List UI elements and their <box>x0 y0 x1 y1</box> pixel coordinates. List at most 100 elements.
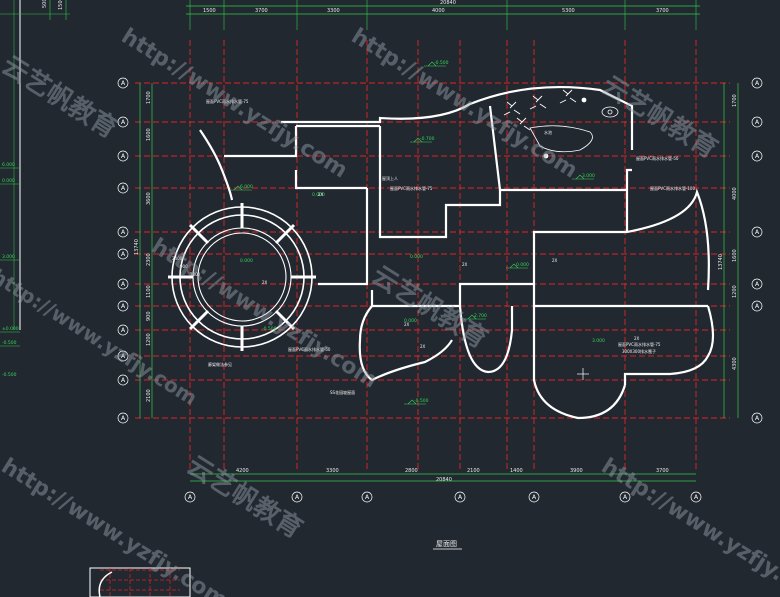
svg-text:0.000: 0.000 <box>404 318 417 324</box>
svg-text:2800: 2800 <box>405 468 418 474</box>
right-axis-bubbles: A A A A A A A <box>751 77 763 424</box>
svg-text:1400: 1400 <box>510 468 523 474</box>
svg-text:A: A <box>121 353 126 360</box>
svg-text:-0.500: -0.500 <box>414 398 429 404</box>
overall-dim-bottom: 20840 <box>436 477 452 483</box>
svg-text:SS花园坡屋面: SS花园坡屋面 <box>330 389 355 395</box>
cursor-crosshair <box>577 368 589 380</box>
svg-text:云艺帆教育: 云艺帆教育 <box>181 450 308 545</box>
side-dimensions: 13740 1700 1600 3600 2300 1100 900 1200 … <box>134 91 738 483</box>
svg-text:2100: 2100 <box>467 468 480 474</box>
top-dim-1: 1500 <box>203 8 216 14</box>
svg-text:1200: 1200 <box>732 285 738 298</box>
top-dim-5: 5300 <box>562 8 575 14</box>
svg-text:屋面PVC雨水排水管-75: 屋面PVC雨水排水管-75 <box>206 98 249 104</box>
svg-text:0.000: 0.000 <box>516 262 529 268</box>
top-dim-6: 3700 <box>656 8 669 14</box>
svg-text:1500: 1500 <box>58 0 64 10</box>
svg-text:A: A <box>121 377 126 384</box>
svg-text:6.000: 6.000 <box>240 184 253 190</box>
svg-text:屋面PVC雨水排水管-100: 屋面PVC雨水排水管-100 <box>650 185 695 191</box>
svg-text:4300: 4300 <box>732 357 738 370</box>
svg-text:屋面PVC雨水排水管-75: 屋面PVC雨水排水管-75 <box>618 341 661 347</box>
bottom-fragment <box>89 567 191 597</box>
svg-text:0.000: 0.000 <box>410 254 423 260</box>
svg-text:A: A <box>121 251 126 258</box>
svg-text:云艺帆教育: 云艺帆教育 <box>366 260 493 355</box>
svg-text:云艺帆教育: 云艺帆教育 <box>0 50 123 145</box>
svg-text:2X: 2X <box>404 322 410 327</box>
svg-text:A: A <box>121 153 126 160</box>
svg-text:A: A <box>755 281 760 288</box>
svg-text:http://www.yzfjy.com: http://www.yzfjy.com <box>347 24 582 184</box>
svg-text:A: A <box>121 119 126 126</box>
svg-text:http://www.yzfjy.com: http://www.yzfjy.com <box>597 454 780 597</box>
overall-dim-right: 13740 <box>718 254 724 270</box>
svg-text:1100: 1100 <box>146 285 152 298</box>
svg-text:A: A <box>121 80 126 87</box>
svg-text:4200: 4200 <box>236 468 249 474</box>
svg-text:A: A <box>121 327 126 334</box>
svg-text:2100: 2100 <box>146 389 152 402</box>
svg-text:900: 900 <box>180 264 188 269</box>
svg-text:900: 900 <box>146 311 152 321</box>
svg-text:http://www.yzfjy.com: http://www.yzfjy.com <box>644 0 780 3</box>
top-dim-4: 4000 <box>432 8 445 14</box>
svg-text:2.700: 2.700 <box>474 313 487 319</box>
bottom-axis-bubbles: A A A A A A A <box>184 491 702 503</box>
svg-text:屋面PVC雨水排水管-50: 屋面PVC雨水排水管-50 <box>288 346 331 352</box>
svg-text:2X: 2X <box>262 280 268 285</box>
svg-text:-0.500: -0.500 <box>2 340 17 346</box>
svg-text:3300: 3300 <box>326 468 339 474</box>
svg-text:-0.500: -0.500 <box>434 60 449 66</box>
drawing-title: 屋面图 <box>433 540 462 550</box>
top-dimension-chain: 20840 1500 3700 3300 4000 5300 3700 <box>186 0 700 30</box>
svg-text:1800: 1800 <box>190 272 201 277</box>
svg-text:A: A <box>458 494 463 501</box>
svg-text:3600: 3600 <box>146 192 152 205</box>
svg-text:3900: 3900 <box>570 468 583 474</box>
svg-text:2300: 2300 <box>146 253 152 266</box>
top-dim-3: 3300 <box>327 8 340 14</box>
svg-text:A: A <box>755 303 760 310</box>
svg-text:3700: 3700 <box>656 468 669 474</box>
pool-garden <box>503 89 619 159</box>
svg-text:水池: 水池 <box>544 129 552 135</box>
left-axis-bubbles: A A A A A A A A A A A A <box>117 77 129 424</box>
svg-text:2X: 2X <box>552 258 558 263</box>
svg-text:300X300排水篦子: 300X300排水篦子 <box>622 348 656 354</box>
svg-text:0.000: 0.000 <box>2 178 15 184</box>
svg-text:A: A <box>755 229 760 236</box>
svg-text:A: A <box>694 494 699 501</box>
annotations: 屋面PVC雨水排水管-75 屋面PVC雨水排水管-75 屋顶上人 屋面PVC雨水… <box>172 98 695 395</box>
pergola-circle <box>168 203 316 351</box>
svg-text:3.000: 3.000 <box>2 254 15 260</box>
svg-text:3.000: 3.000 <box>582 173 595 179</box>
svg-text:A: A <box>755 119 760 126</box>
svg-text:A: A <box>121 415 126 422</box>
ramp-labels: 2X 2X 2X 2X 2X 2X 2X <box>262 192 640 349</box>
roof-outline <box>199 86 715 420</box>
svg-text:-0.500: -0.500 <box>2 372 17 378</box>
svg-text:500: 500 <box>42 0 48 8</box>
svg-text:A: A <box>365 494 370 501</box>
svg-text:1200: 1200 <box>146 333 152 346</box>
svg-text:1600: 1600 <box>146 128 152 141</box>
overall-dim-left: 13740 <box>134 239 140 255</box>
svg-text:A: A <box>532 494 537 501</box>
svg-text:2X: 2X <box>634 336 640 341</box>
svg-text:A: A <box>755 153 760 160</box>
svg-text:±0.000: ±0.000 <box>2 326 19 332</box>
svg-text:0.000: 0.000 <box>240 258 253 264</box>
svg-text:3.000: 3.000 <box>592 338 605 344</box>
svg-text:A: A <box>755 415 760 422</box>
svg-text:2X: 2X <box>462 262 468 267</box>
svg-text:廊架做法参见: 廊架做法参见 <box>208 361 232 367</box>
svg-text:4000: 4000 <box>732 187 738 200</box>
svg-text:屋面PVC雨水排水管-50: 屋面PVC雨水排水管-50 <box>636 155 679 161</box>
svg-text:A: A <box>121 281 126 288</box>
svg-text:2X: 2X <box>420 344 426 349</box>
svg-text:A: A <box>623 494 628 501</box>
svg-text:A: A <box>188 494 193 501</box>
